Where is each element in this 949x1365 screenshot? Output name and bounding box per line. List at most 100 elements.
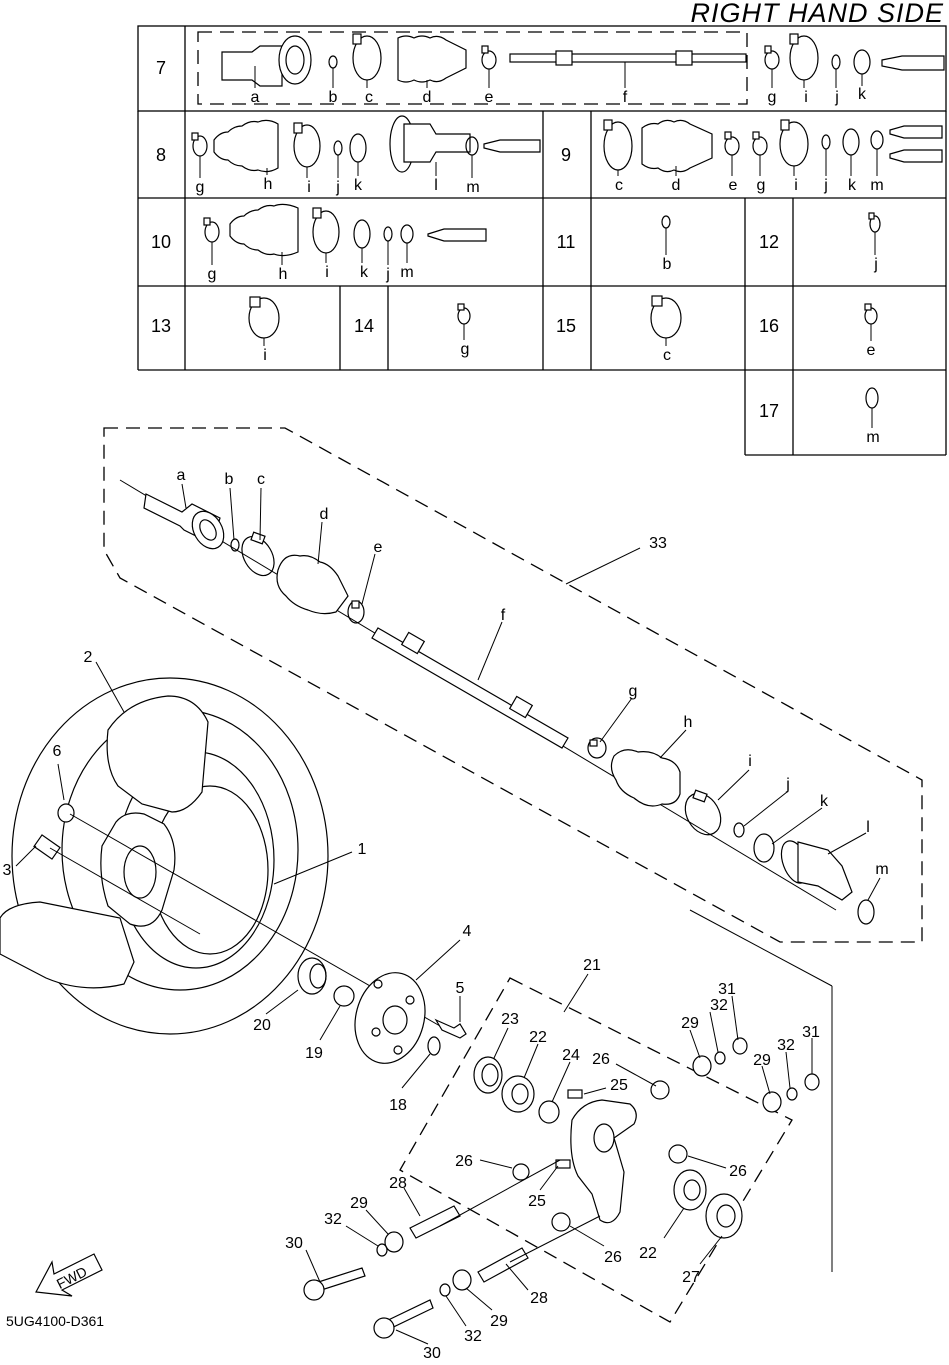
callout-2: 2 — [84, 649, 93, 666]
callout-25-top: 25 — [610, 1077, 628, 1094]
shaft-kit-outline — [103, 427, 923, 943]
callout-20: 20 — [253, 1017, 271, 1034]
shaft-letter-j: j — [785, 776, 790, 793]
row-10-letter-i: i — [325, 264, 329, 281]
row-9-number: 9 — [561, 145, 571, 165]
row-9-letter-g: g — [757, 177, 766, 194]
row-10-letter-k: k — [360, 264, 369, 281]
row-11-number: 11 — [557, 232, 576, 252]
row-14-number: 14 — [354, 316, 374, 336]
row-16-part: e — [864, 303, 878, 359]
row-9-letter-c: c — [615, 177, 623, 194]
row-7-letter-g: g — [768, 89, 777, 106]
row-9-letter-j: j — [823, 177, 828, 194]
callout-29-d: 29 — [490, 1313, 508, 1330]
shaft-letter-k: k — [820, 793, 829, 810]
shaft-letter-c: c — [257, 471, 265, 488]
row-8-letter-k: k — [354, 177, 363, 194]
row-13-letter-i: i — [263, 347, 267, 364]
row-7-letter-f: f — [623, 89, 628, 106]
fwd-label: FWD — [54, 1263, 90, 1292]
callout-27: 27 — [682, 1269, 700, 1286]
row-7-labels: a b c d e f g i j k — [251, 62, 867, 106]
callout-24: 24 — [562, 1047, 580, 1064]
row-9-letter-e: e — [729, 177, 738, 194]
callout-26-b: 26 — [455, 1153, 473, 1170]
wheel-tire-assembly — [0, 677, 329, 1035]
callout-28-bottom: 28 — [530, 1290, 548, 1307]
row-9-letter-d: d — [672, 177, 681, 194]
row-15-part: c — [650, 295, 682, 364]
row-8-letter-i: i — [307, 179, 311, 196]
number-callouts: 2 6 3 1 4 5 20 19 18 21 23 22 24 26 25 2… — [3, 649, 820, 1362]
shaft-letter-h: h — [684, 714, 693, 731]
shaft-letter-g: g — [629, 683, 638, 700]
row-17-letter-m: m — [866, 429, 879, 446]
row-16-letter-e: e — [867, 342, 876, 359]
row-9-labels: c d e g i j k m — [615, 149, 884, 194]
callout-31-a: 31 — [718, 981, 736, 998]
callout-3: 3 — [3, 862, 12, 879]
drive-shaft-assembly — [119, 479, 875, 925]
callout-25-bottom: 25 — [528, 1193, 546, 1210]
row-10-letter-j: j — [385, 266, 390, 283]
row-8-labels: g h i j k l m — [196, 155, 480, 196]
shaft-letter-callouts: a b c d e f g h i j k l m — [177, 467, 889, 901]
row-10-letter-m: m — [400, 264, 413, 281]
row-7-letter-b: b — [329, 89, 338, 106]
row-10-letter-h: h — [279, 266, 288, 283]
callout-4: 4 — [463, 923, 472, 940]
row-7-letter-j: j — [834, 89, 839, 106]
row-8-letter-l: l — [434, 177, 438, 194]
row-10-labels: g h i k j m — [208, 241, 414, 283]
shaft-letter-m: m — [875, 861, 888, 878]
row-7-letter-k: k — [858, 86, 867, 103]
row-8-parts — [191, 115, 541, 173]
row-13-number: 13 — [151, 316, 171, 336]
row-12-letter-j: j — [873, 256, 878, 273]
row-13-part: i — [248, 296, 280, 364]
row-10-number: 10 — [151, 232, 171, 252]
callout-22-top: 22 — [529, 1029, 547, 1046]
callout-32-a: 32 — [710, 997, 728, 1014]
row-15-letter-c: c — [663, 347, 671, 364]
row-7-letter-d: d — [423, 89, 432, 106]
callout-26-d: 26 — [604, 1249, 622, 1266]
row-8-number: 8 — [156, 145, 166, 165]
row-10-letter-g: g — [208, 266, 217, 283]
callout-23: 23 — [501, 1011, 519, 1028]
callout-5: 5 — [456, 980, 465, 997]
callout-6: 6 — [53, 743, 62, 760]
row-12-number: 12 — [759, 232, 779, 252]
row-8-letter-h: h — [264, 176, 273, 193]
shaft-letter-d: d — [320, 506, 329, 523]
row-7-parts — [221, 33, 945, 87]
callout-18: 18 — [389, 1097, 407, 1114]
callout-30-top: 30 — [285, 1235, 303, 1252]
row-16-number: 16 — [759, 316, 779, 336]
row-9-letter-k: k — [848, 177, 857, 194]
row-17-number: 17 — [759, 401, 779, 421]
shaft-letter-a: a — [177, 467, 186, 484]
row-14-part: g — [457, 303, 471, 358]
row-15-number: 15 — [556, 316, 576, 336]
shaft-letter-b: b — [225, 471, 234, 488]
callout-22-bottom: 22 — [639, 1245, 657, 1262]
drawing-code: 5UG4100-D361 — [6, 1313, 104, 1329]
row-11-letter-b: b — [663, 256, 672, 273]
row-9-letter-i: i — [794, 177, 798, 194]
callout-29-a: 29 — [681, 1015, 699, 1032]
row-12-part: j — [868, 212, 881, 273]
callout-28-top: 28 — [389, 1175, 407, 1192]
shaft-letter-f: f — [501, 607, 506, 624]
shaft-letter-i: i — [748, 753, 752, 770]
fwd-arrow-icon: FWD — [35, 1253, 103, 1297]
callout-26-a: 26 — [592, 1051, 610, 1068]
shaft-letter-e: e — [374, 539, 383, 556]
kit-table — [137, 25, 947, 456]
callout-29-c: 29 — [350, 1195, 368, 1212]
hub-assembly — [297, 957, 467, 1064]
row-8-letter-m: m — [466, 179, 479, 196]
callout-31-b: 31 — [802, 1024, 820, 1041]
